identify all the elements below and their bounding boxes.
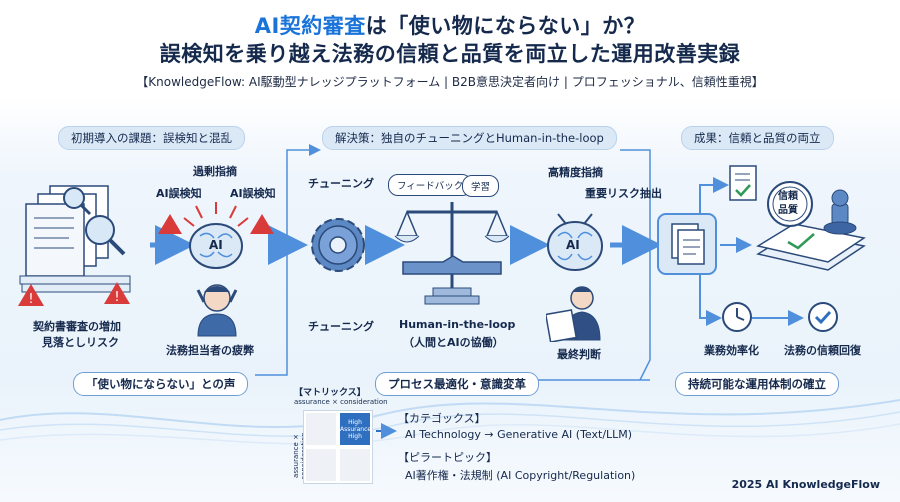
footer-credit: 2025 AI KnowledgeFlow	[731, 478, 880, 491]
label-oversight-risk: 見落としリスク	[42, 336, 119, 349]
label-staff-fatigue: 法務担当者の疲弊	[166, 344, 254, 357]
feedback-bubble: フィードバック	[388, 174, 473, 196]
checked-document-icon	[729, 165, 757, 201]
page-title-line2: 誤検知を乗り越え法務の信頼と品質を両立した運用改善実録	[159, 42, 741, 66]
flow-connector	[699, 275, 722, 326]
seal-label-trust: 信頼	[778, 191, 798, 202]
gear-icon	[311, 218, 365, 272]
scale-handshake-icon	[394, 202, 510, 305]
page-title: AI契約審査は「使い物にならない」か？	[254, 14, 646, 38]
label-excess-flag: 過剰指摘	[193, 165, 237, 178]
reviewer-person-icon	[546, 286, 601, 342]
label-high-precision: 高精度指摘	[548, 166, 603, 179]
section-result-pill: 成果：信頼と品質の両立	[681, 126, 834, 150]
document-process-icon	[657, 213, 717, 275]
svg-text:!: !	[114, 290, 119, 305]
ai-brain-icon	[547, 213, 603, 271]
sustain-pill: 持続可能な運用体制の確立	[675, 372, 839, 396]
flow-connector	[255, 360, 288, 376]
label-hitl-desc: （人間とAIの協働）	[403, 336, 504, 349]
section-solution-pill: 解決策：独自のチューニングとHuman-in-the-loop	[322, 126, 617, 150]
stressed-person-icon	[196, 284, 238, 337]
matrix-title: 【マトリックス】	[294, 388, 366, 398]
label-hitl: Human-in-the-loop	[399, 318, 516, 331]
category-value: AI Technology → Generative AI (Text/LLM)	[405, 428, 633, 441]
pillar-value: AI著作権・法規制 (AI Copyright/Regulation)	[405, 469, 636, 482]
label-trust-recovery: 法務の信頼回復	[784, 344, 861, 357]
warning-icon: !	[104, 282, 130, 305]
label-tuning-bottom: チューニング	[308, 320, 374, 333]
wave-decoration	[0, 423, 900, 445]
check-badge-icon	[808, 302, 838, 332]
label-efficiency: 業務効率化	[704, 344, 759, 357]
section-challenge-pill: 初期導入の課題：誤検知と混乱	[58, 126, 245, 150]
label-ai-false-positive: AI誤検知	[156, 187, 202, 200]
svg-text:!: !	[28, 292, 33, 307]
learning-bubble: 学習	[462, 175, 500, 197]
certified-documents-icon	[756, 181, 866, 271]
flow-connector	[286, 144, 321, 360]
warning-icon: !	[18, 284, 44, 307]
page-subtitle: 【KnowledgeFlow: AI駆動型ナレッジプラットフォーム | B2B意…	[136, 75, 764, 89]
ai-brain-label: AI	[566, 238, 580, 252]
label-ai-false-positive: AI誤検知	[230, 187, 276, 200]
pillar-heading: 【ピラートピック】	[398, 451, 497, 464]
matrix-x-axis: assurance × consideration	[294, 398, 388, 406]
document-stack-icon	[19, 185, 131, 293]
process-pill: プロセス最適化・意識変革	[375, 372, 539, 396]
wave-decoration	[0, 399, 900, 429]
label-tuning-top: チューニング	[308, 177, 374, 190]
seal-label-quality: 品質	[778, 205, 798, 216]
category-heading: 【カテゴックス】	[398, 412, 486, 425]
flow-connector	[699, 177, 729, 215]
ai-brain-alert-icon	[158, 202, 274, 269]
clock-icon	[722, 302, 752, 332]
ai-brain-label: AI	[209, 238, 223, 252]
wave-decoration	[0, 411, 900, 437]
label-contract-increase: 契約書審査の増加	[33, 320, 121, 333]
label-final-decision: 最終判断	[557, 348, 601, 361]
label-key-risk: 重要リスク抽出	[585, 187, 662, 200]
voice-pill: 「使い物にならない」との声	[73, 372, 249, 396]
